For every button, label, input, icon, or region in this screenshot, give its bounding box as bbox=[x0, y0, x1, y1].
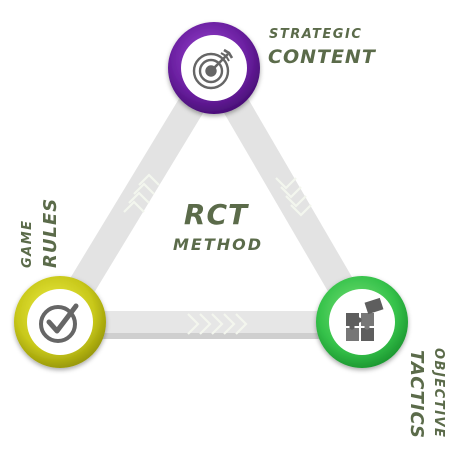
node-left-label-small: GAME bbox=[20, 219, 35, 268]
node-top-label-large: CONTENT bbox=[268, 46, 376, 68]
puzzle-icon bbox=[346, 297, 384, 341]
checkmark-icon bbox=[39, 303, 79, 343]
diagram-subtitle: METHOD bbox=[172, 235, 264, 254]
node-right-label-small: OBJECTIVE bbox=[431, 348, 446, 439]
node-left-label-large: RULES bbox=[40, 197, 61, 268]
chevrons-right-band bbox=[275, 177, 312, 217]
chevrons-bottom-band bbox=[187, 313, 248, 335]
target-arrow-icon bbox=[192, 48, 234, 90]
diagram-title: RCT bbox=[183, 198, 249, 231]
node-right-label-large: TACTICS bbox=[406, 350, 427, 439]
node-game-rules bbox=[14, 276, 106, 368]
chevrons-left-band bbox=[123, 173, 160, 213]
node-top-label-small: STRATEGIC bbox=[269, 27, 363, 42]
